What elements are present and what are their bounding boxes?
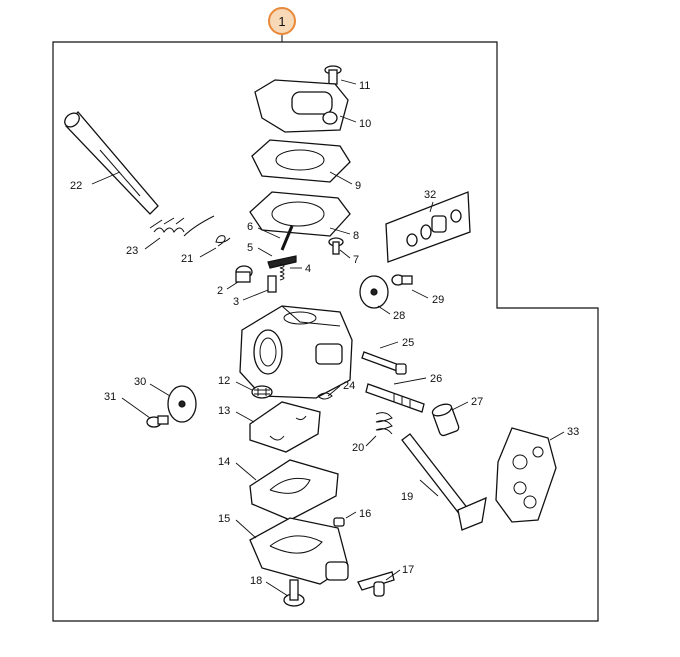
callout-30[interactable]: 30 xyxy=(134,376,146,388)
assembly-outline xyxy=(52,41,599,622)
part-15-metering-cover[interactable] xyxy=(249,517,349,585)
callout-2[interactable]: 2 xyxy=(217,285,223,297)
part-20-spring[interactable] xyxy=(375,412,393,435)
callout-28[interactable]: 28 xyxy=(393,310,405,322)
callout-9[interactable]: 9 xyxy=(355,180,361,192)
part-3-valve-stem[interactable] xyxy=(267,275,277,293)
part-4-spring[interactable] xyxy=(279,263,285,281)
part-31-screw[interactable] xyxy=(146,415,169,428)
callout-11[interactable]: 11 xyxy=(359,80,370,92)
callout-5[interactable]: 5 xyxy=(247,242,253,254)
part-23-spring[interactable] xyxy=(149,215,215,237)
leader-lines xyxy=(91,79,565,597)
callout-12[interactable]: 12 xyxy=(218,375,230,387)
callout-19[interactable]: 19 xyxy=(401,491,413,503)
part-24-clip[interactable] xyxy=(317,392,333,400)
callout-23[interactable]: 23 xyxy=(126,245,138,257)
callout-18[interactable]: 18 xyxy=(250,575,262,587)
part-7-screw[interactable] xyxy=(328,237,344,255)
callout-3[interactable]: 3 xyxy=(233,296,239,308)
part-21-clip[interactable] xyxy=(215,235,231,247)
callout-20[interactable]: 20 xyxy=(352,442,364,454)
callout-4[interactable]: 4 xyxy=(305,263,311,275)
part-18-screw[interactable] xyxy=(283,579,305,607)
callout-10[interactable]: 10 xyxy=(359,118,371,130)
part-12-screen-filter[interactable] xyxy=(251,385,273,399)
part-29-screw[interactable] xyxy=(391,274,413,286)
callout-7[interactable]: 7 xyxy=(353,254,359,266)
callout-22[interactable]: 22 xyxy=(70,180,82,192)
callout-25[interactable]: 25 xyxy=(402,337,414,349)
callout-8[interactable]: 8 xyxy=(353,230,359,242)
assembly-badge[interactable] xyxy=(268,7,296,35)
callout-32[interactable]: 32 xyxy=(424,189,436,201)
part-17-screw[interactable] xyxy=(357,571,395,597)
part-19-choke-shaft[interactable] xyxy=(401,433,487,531)
part-28-plate[interactable] xyxy=(359,275,389,309)
callout-21[interactable]: 21 xyxy=(181,253,193,265)
part-32-repair-kit[interactable] xyxy=(385,191,471,263)
callout-16[interactable]: 16 xyxy=(359,508,371,520)
part-33-plate[interactable] xyxy=(495,427,557,523)
part-11-screw[interactable] xyxy=(324,65,342,85)
part-30-washer[interactable] xyxy=(167,385,197,423)
part-9-pump-diaphragm[interactable] xyxy=(251,139,351,183)
callout-27[interactable]: 27 xyxy=(471,396,483,408)
callout-24[interactable]: 24 xyxy=(343,380,355,392)
part-27-limiter-cap[interactable] xyxy=(431,402,460,437)
callout-31[interactable]: 31 xyxy=(104,391,116,403)
callout-6[interactable]: 6 xyxy=(247,221,253,233)
callout-29[interactable]: 29 xyxy=(432,294,444,306)
callout-labels: 11 10 9 8 7 6 5 4 2 3 22 23 21 32 29 28 … xyxy=(70,80,579,587)
carburetor-body[interactable] xyxy=(239,305,353,399)
callout-33[interactable]: 33 xyxy=(567,426,579,438)
part-6-pin[interactable] xyxy=(280,225,294,251)
callout-26[interactable]: 26 xyxy=(430,373,442,385)
assembly-number: 1 xyxy=(278,14,285,29)
part-13-gasket[interactable] xyxy=(249,401,321,453)
part-16-pin[interactable] xyxy=(333,517,345,527)
part-5-lever[interactable] xyxy=(267,255,297,269)
callout-15[interactable]: 15 xyxy=(218,513,230,525)
part-25-adjusting-screw[interactable] xyxy=(361,351,407,375)
callout-17[interactable]: 17 xyxy=(402,564,414,576)
part-26-adjusting-screw[interactable] xyxy=(365,383,425,413)
callout-13[interactable]: 13 xyxy=(218,405,230,417)
callout-14[interactable]: 14 xyxy=(218,456,230,468)
part-2-needle-valve[interactable] xyxy=(235,265,253,283)
part-22-throttle-shaft[interactable] xyxy=(62,110,159,215)
part-14-metering-diaphragm[interactable] xyxy=(249,459,339,521)
part-10-pump-cover[interactable] xyxy=(254,79,349,133)
